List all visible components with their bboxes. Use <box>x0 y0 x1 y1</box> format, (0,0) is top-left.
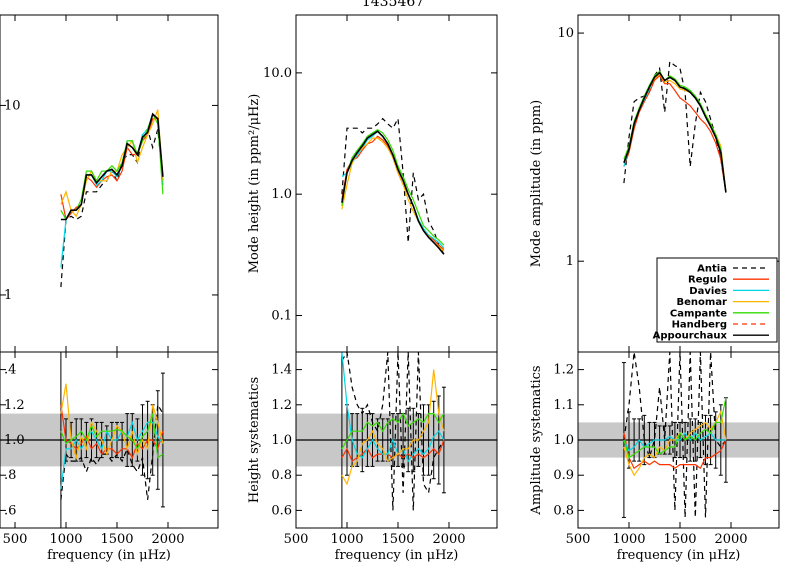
series-line-davies <box>60 113 164 268</box>
x-tick-label: 1500 <box>381 532 414 547</box>
series-line-campante <box>341 412 445 450</box>
error-bar <box>160 372 165 508</box>
x-tick-label: 2000 <box>432 532 465 547</box>
x-axis-label: frequency (in μHz) <box>335 548 459 563</box>
series-line-antia <box>60 402 164 500</box>
legend-label-campante: Campante <box>670 308 727 319</box>
series-line-antia <box>341 116 445 255</box>
x-axis-label: frequency (in μHz) <box>617 548 741 563</box>
panel-right-bottom: 0.8 0.9 1.0 1.1 1.2 500 1000 1500 2000frequency … <box>529 351 780 563</box>
x-tick-label: 2000 <box>151 532 184 547</box>
y-tick-label: 1.1 <box>553 398 574 413</box>
y-tick-label: 1.2 <box>4 398 25 413</box>
legend-label-antia: Antia <box>697 264 727 275</box>
x-tick-label: 1500 <box>663 532 696 547</box>
series-line-benomar <box>341 369 445 486</box>
y-axis-label: Mode height (in ppm²/μHz) <box>247 94 262 274</box>
series-line-appourchaux <box>623 71 727 193</box>
y-tick-label: 0.1 <box>271 308 292 323</box>
y-tick-label: 1.0 <box>271 433 292 448</box>
series-line-benomar <box>623 409 727 477</box>
error-bar <box>339 352 344 528</box>
series-line-antia <box>341 352 445 511</box>
plot-area-right-top <box>623 60 727 193</box>
series-line-campante <box>623 397 727 459</box>
error-bar <box>647 421 652 459</box>
panel-middle-bottom: 0.6 0.8 1.0 1.2 1.4 500 1000 1500 2000frequency … <box>247 351 498 563</box>
y-tick-label: .8 <box>4 468 16 483</box>
legend-box <box>656 257 778 343</box>
plot-area-left-top <box>60 109 164 288</box>
y-tick-label: 10 <box>557 26 574 41</box>
series-line-regulo <box>623 74 727 193</box>
y-tick-label: 1.0 <box>271 187 292 202</box>
x-tick-label: 1000 <box>49 532 82 547</box>
y-axis-label: Amplitude systematics <box>529 365 544 515</box>
error-bar <box>421 404 426 476</box>
x-tick-label: 500 <box>3 532 28 547</box>
plot-area-middle-top <box>341 116 445 255</box>
x-tick-label: 1500 <box>100 532 133 547</box>
legend-label-davies: Davies <box>689 286 727 297</box>
x-tick-label: 500 <box>566 532 591 547</box>
plot-area-middle-bottom <box>296 352 497 528</box>
y-axis-label: Mode amplitude (in ppm) <box>529 100 544 268</box>
y-tick-label: 0.8 <box>553 503 574 518</box>
legend-label-regulo: Regulo <box>688 275 727 286</box>
y-tick-label: 10.0 <box>263 66 292 81</box>
legend-label-appourchaux: Appourchaux <box>653 331 728 342</box>
error-bar <box>708 414 713 466</box>
y-tick-label: 10 <box>4 98 21 113</box>
plot-frame <box>295 14 498 353</box>
series-line-benomar <box>60 383 164 460</box>
y-tick-label: 1 <box>566 254 574 269</box>
series-line-regulo <box>60 404 164 460</box>
series-line-campante <box>60 413 164 459</box>
error-bar <box>120 421 125 459</box>
x-tick-label: 500 <box>284 532 309 547</box>
legend: AntiaReguloDaviesBenomarCampanteHandberg… <box>653 257 778 343</box>
legend-label-benomar: Benomar <box>677 297 728 308</box>
y-tick-label: 0.9 <box>553 468 574 483</box>
series-line-appourchaux <box>60 112 164 221</box>
series-line-benomar <box>623 73 727 193</box>
series-line-campante <box>341 128 445 246</box>
x-tick-label: 1000 <box>612 532 645 547</box>
error-bar <box>642 414 647 466</box>
y-tick-label: 0.8 <box>271 468 292 483</box>
y-tick-label: 1.4 <box>271 363 292 378</box>
series-line-appourchaux <box>341 130 445 255</box>
x-tick-label: 1000 <box>330 532 363 547</box>
plot-area-right-bottom <box>578 352 779 518</box>
y-tick-label: 1.2 <box>271 398 292 413</box>
panel-left-top: 1 10 <box>0 14 219 353</box>
y-tick-label: 1 <box>4 288 12 303</box>
series-line-antia <box>623 60 727 193</box>
y-tick-label: 0.6 <box>271 503 292 518</box>
y-axis-label: Height systematics <box>247 377 262 503</box>
error-bar <box>360 407 365 473</box>
series-line-benomar <box>60 109 164 218</box>
error-bar <box>125 413 130 467</box>
y-tick-label: 1.2 <box>553 363 574 378</box>
legend-label-handberg: Handberg <box>672 320 727 331</box>
y-tick-label: 1.0 <box>4 433 25 448</box>
error-bar <box>79 418 84 462</box>
plot-frame <box>0 14 219 353</box>
y-tick-label: .4 <box>4 363 16 378</box>
figure-title: 1435467 <box>362 0 424 10</box>
x-axis-label: frequency (in μHz) <box>47 548 171 563</box>
y-tick-label: .6 <box>4 503 16 518</box>
plot-area-left-bottom <box>0 352 218 528</box>
x-tick-label: 2000 <box>714 532 747 547</box>
y-tick-label: 1.0 <box>553 433 574 448</box>
